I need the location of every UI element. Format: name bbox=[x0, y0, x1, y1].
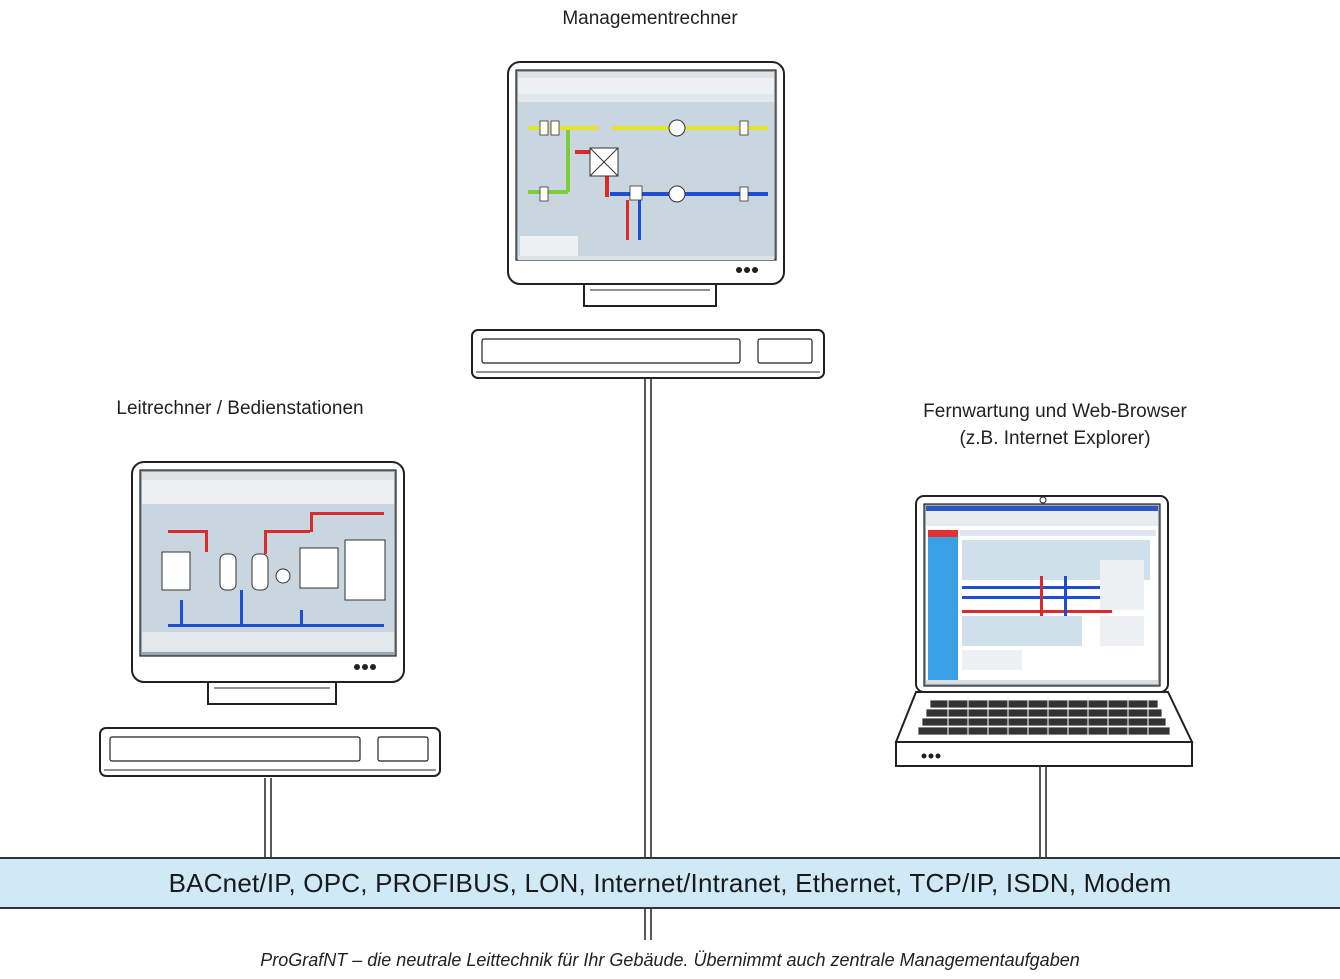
control-station-label: Leitrechner / Bedienstationen bbox=[116, 398, 364, 419]
network-bus-bar bbox=[0, 857, 1340, 909]
management-keyboard bbox=[471, 329, 825, 379]
management-screen-content bbox=[518, 72, 774, 260]
management-computer-label: Managementrechner bbox=[562, 8, 738, 29]
control-monitor-buttons bbox=[354, 664, 376, 670]
laptop-key-separators bbox=[947, 700, 1149, 736]
control-screen-content bbox=[142, 472, 394, 652]
network-bus-protocols: BACnet/IP, OPC, PROFIBUS, LON, Internet/… bbox=[168, 868, 1172, 898]
laptop-keyboard-keys bbox=[917, 699, 1171, 736]
remote-browser-content bbox=[926, 506, 1158, 684]
laptop-indicator-lights bbox=[921, 753, 941, 759]
remote-browser-label: Fernwartung und Web-Browser (z.B. Intern… bbox=[860, 398, 1250, 452]
remote-browser-label-line1: Fernwartung und Web-Browser bbox=[923, 401, 1187, 422]
control-keyboard bbox=[99, 727, 441, 777]
diagram-caption: ProGrafNT – die neutrale Leittechnik für… bbox=[260, 950, 1080, 970]
management-monitor-buttons bbox=[736, 267, 758, 273]
connection-lines bbox=[264, 378, 1047, 940]
remote-browser-label-line2: (z.B. Internet Explorer) bbox=[959, 428, 1151, 449]
